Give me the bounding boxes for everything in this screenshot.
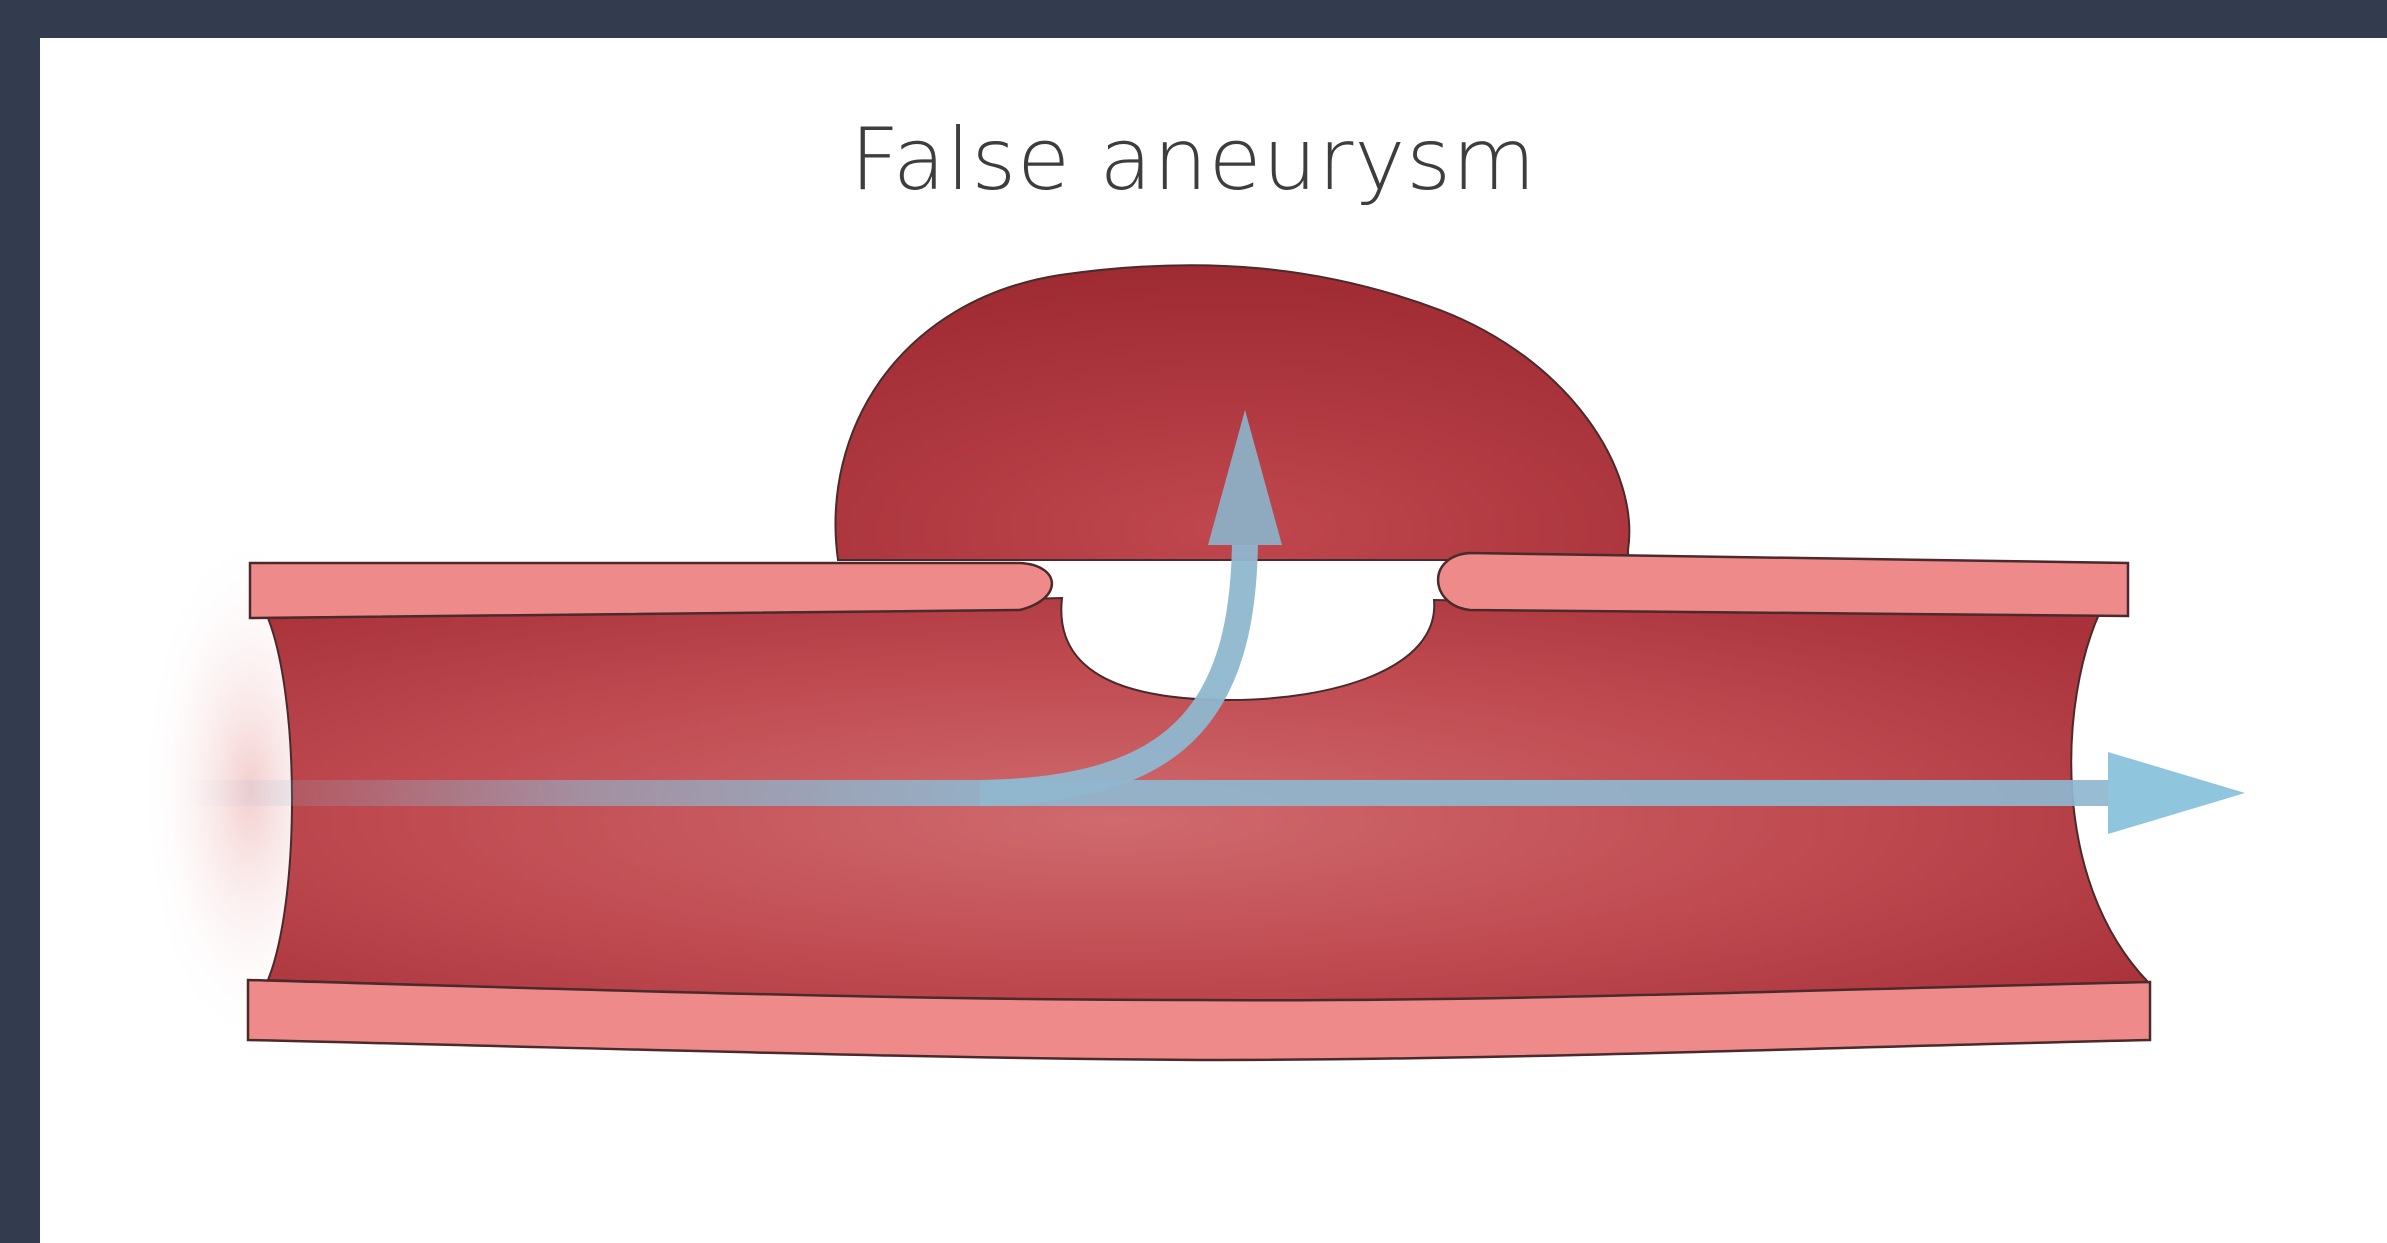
arrow-right-icon — [2108, 752, 2245, 834]
vessel-wall-top-right — [1438, 553, 2128, 616]
blood-flow-line — [980, 780, 2120, 806]
vessel-wall-top-left — [250, 563, 1052, 618]
blood-flow-tail — [180, 780, 980, 806]
diagram-title: False aneurysm — [0, 110, 2387, 210]
